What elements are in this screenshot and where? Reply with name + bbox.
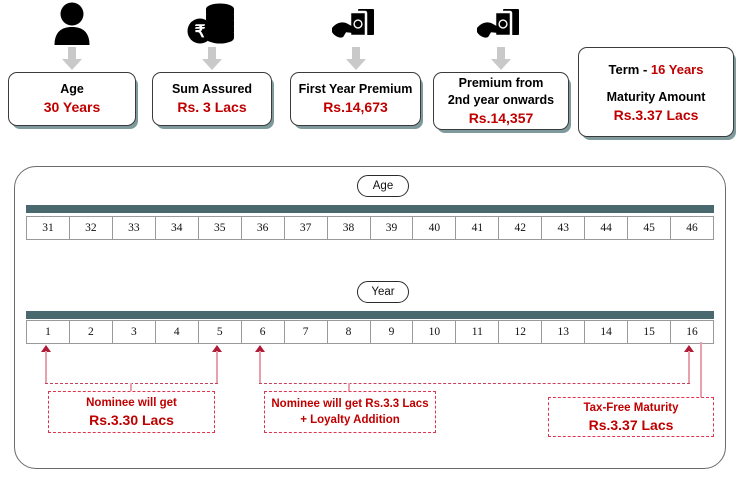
hand-cash-icon [433, 0, 569, 46]
card-term-value: 16 Years [650, 61, 704, 77]
callout-nominee-later: Nominee will get Rs.3.3 Lacs + Loyalty A… [264, 391, 436, 433]
svg-text:₹: ₹ [195, 22, 206, 41]
card-sum-assured-label: Sum Assured [171, 82, 253, 96]
card-sum-assured: Sum Assured Rs. 3 Lacs [152, 72, 272, 126]
card-age-value: 30 Years [43, 99, 101, 115]
age-cell: 31 [26, 216, 69, 240]
age-cell: 33 [111, 216, 155, 240]
year-cell: 8 [326, 320, 370, 344]
card-term-row: Term - 16 Years [609, 60, 704, 80]
connector-stem-year-1 [45, 351, 47, 383]
connector-stem-maturity [700, 342, 702, 400]
card-age-label: Age [60, 82, 84, 96]
callout-tax-free-maturity: Tax-Free Maturity Rs.3.37 Lacs [548, 397, 714, 437]
card-renewal-premium-label-line2: 2nd year onwards [447, 92, 555, 107]
year-cell: 1 [26, 320, 69, 344]
year-cell: 3 [111, 320, 155, 344]
age-axis-bar [26, 205, 714, 213]
callout-3-line2: Rs.3.37 Lacs [588, 416, 674, 433]
connector-stem-year-5 [216, 351, 218, 383]
age-cell: 44 [584, 216, 628, 240]
flow-arrow-icon [152, 46, 272, 72]
age-cell: 41 [455, 216, 499, 240]
age-cell: 34 [154, 216, 198, 240]
callout-3-line1: Tax-Free Maturity [583, 401, 679, 414]
age-cell: 38 [326, 216, 370, 240]
age-cell: 46 [670, 216, 714, 240]
age-pill-label: Age [357, 175, 409, 197]
year-cell: 6 [240, 320, 284, 344]
connector-stem-year-16 [688, 351, 690, 383]
card-age: Age 30 Years [8, 72, 136, 126]
year-cell: 12 [498, 320, 542, 344]
age-cell: 39 [369, 216, 413, 240]
connector-stem-year-6 [259, 351, 261, 383]
card-renewal-premium: Premium from 2nd year onwards Rs.14,357 [433, 72, 569, 130]
card-first-year-premium: First Year Premium Rs.14,673 [290, 72, 421, 126]
flow-arrow-icon [290, 46, 421, 72]
summary-column-renewal-premium: Premium from 2nd year onwards Rs.14,357 [433, 0, 569, 130]
summary-column-age: Age 30 Years [8, 0, 136, 126]
age-cell: 37 [283, 216, 327, 240]
card-renewal-premium-label-line1: Premium from [458, 75, 544, 90]
callout-nominee-early: Nominee will get Rs.3.30 Lacs [48, 391, 215, 433]
year-cell: 11 [455, 320, 499, 344]
card-maturity-label: Maturity Amount [606, 89, 706, 104]
year-axis-bar [26, 311, 714, 319]
connector-arrowhead-year-16 [684, 345, 694, 352]
year-cell: 7 [283, 320, 327, 344]
person-icon [8, 0, 136, 46]
age-cell: 42 [498, 216, 542, 240]
callout-1-line1: Nominee will get [86, 396, 177, 409]
flow-arrow-icon [8, 46, 136, 72]
card-term-label: Term - [608, 61, 651, 77]
connector-arrowhead-year-5 [212, 345, 222, 352]
age-cell: 36 [240, 216, 284, 240]
year-scale: 1 2 3 4 5 6 7 8 9 10 11 12 13 14 15 16 [26, 320, 714, 344]
coins-rupee-icon: ₹ [152, 0, 272, 46]
connector-bracket-2 [259, 383, 690, 384]
connector-arrowhead-year-1 [41, 345, 51, 352]
card-term-maturity: Term - 16 Years Maturity Amount Rs.3.37 … [578, 47, 734, 137]
card-first-year-premium-value: Rs.14,673 [323, 99, 388, 115]
year-cell: 2 [68, 320, 112, 344]
callout-2-line2: + Loyalty Addition [300, 414, 400, 426]
year-cell: 14 [584, 320, 628, 344]
summary-column-first-year-premium: First Year Premium Rs.14,673 [290, 0, 421, 126]
card-sum-assured-value: Rs. 3 Lacs [177, 99, 247, 115]
callout-2-line1: Nominee will get Rs.3.3 Lacs [271, 398, 429, 410]
card-first-year-premium-label: First Year Premium [298, 82, 413, 96]
year-cell: 10 [412, 320, 456, 344]
age-cell: 32 [68, 216, 112, 240]
year-cell: 9 [369, 320, 413, 344]
connector-drop-1 [130, 383, 132, 394]
year-pill-label: Year [357, 281, 409, 303]
year-cell: 5 [197, 320, 241, 344]
card-renewal-premium-value: Rs.14,357 [468, 109, 534, 126]
card-maturity-value: Rs.3.37 Lacs [613, 106, 699, 123]
age-cell: 35 [197, 216, 241, 240]
connector-arrowhead-year-6 [255, 345, 265, 352]
connector-drop-2 [348, 383, 350, 394]
age-cell: 43 [541, 216, 585, 240]
flow-arrow-icon [433, 46, 569, 72]
age-cell: 40 [412, 216, 456, 240]
year-cell: 13 [541, 320, 585, 344]
callout-1-line2: Rs.3.30 Lacs [89, 411, 174, 428]
year-cell: 15 [627, 320, 671, 344]
age-cell: 45 [627, 216, 671, 240]
summary-column-sum-assured: ₹ Sum Assured Rs. 3 Lacs [152, 0, 272, 126]
year-cell: 16 [670, 320, 714, 344]
hand-cash-icon [290, 0, 421, 46]
age-scale: 31 32 33 34 35 36 37 38 39 40 41 42 43 4… [26, 216, 714, 240]
year-cell: 4 [154, 320, 198, 344]
